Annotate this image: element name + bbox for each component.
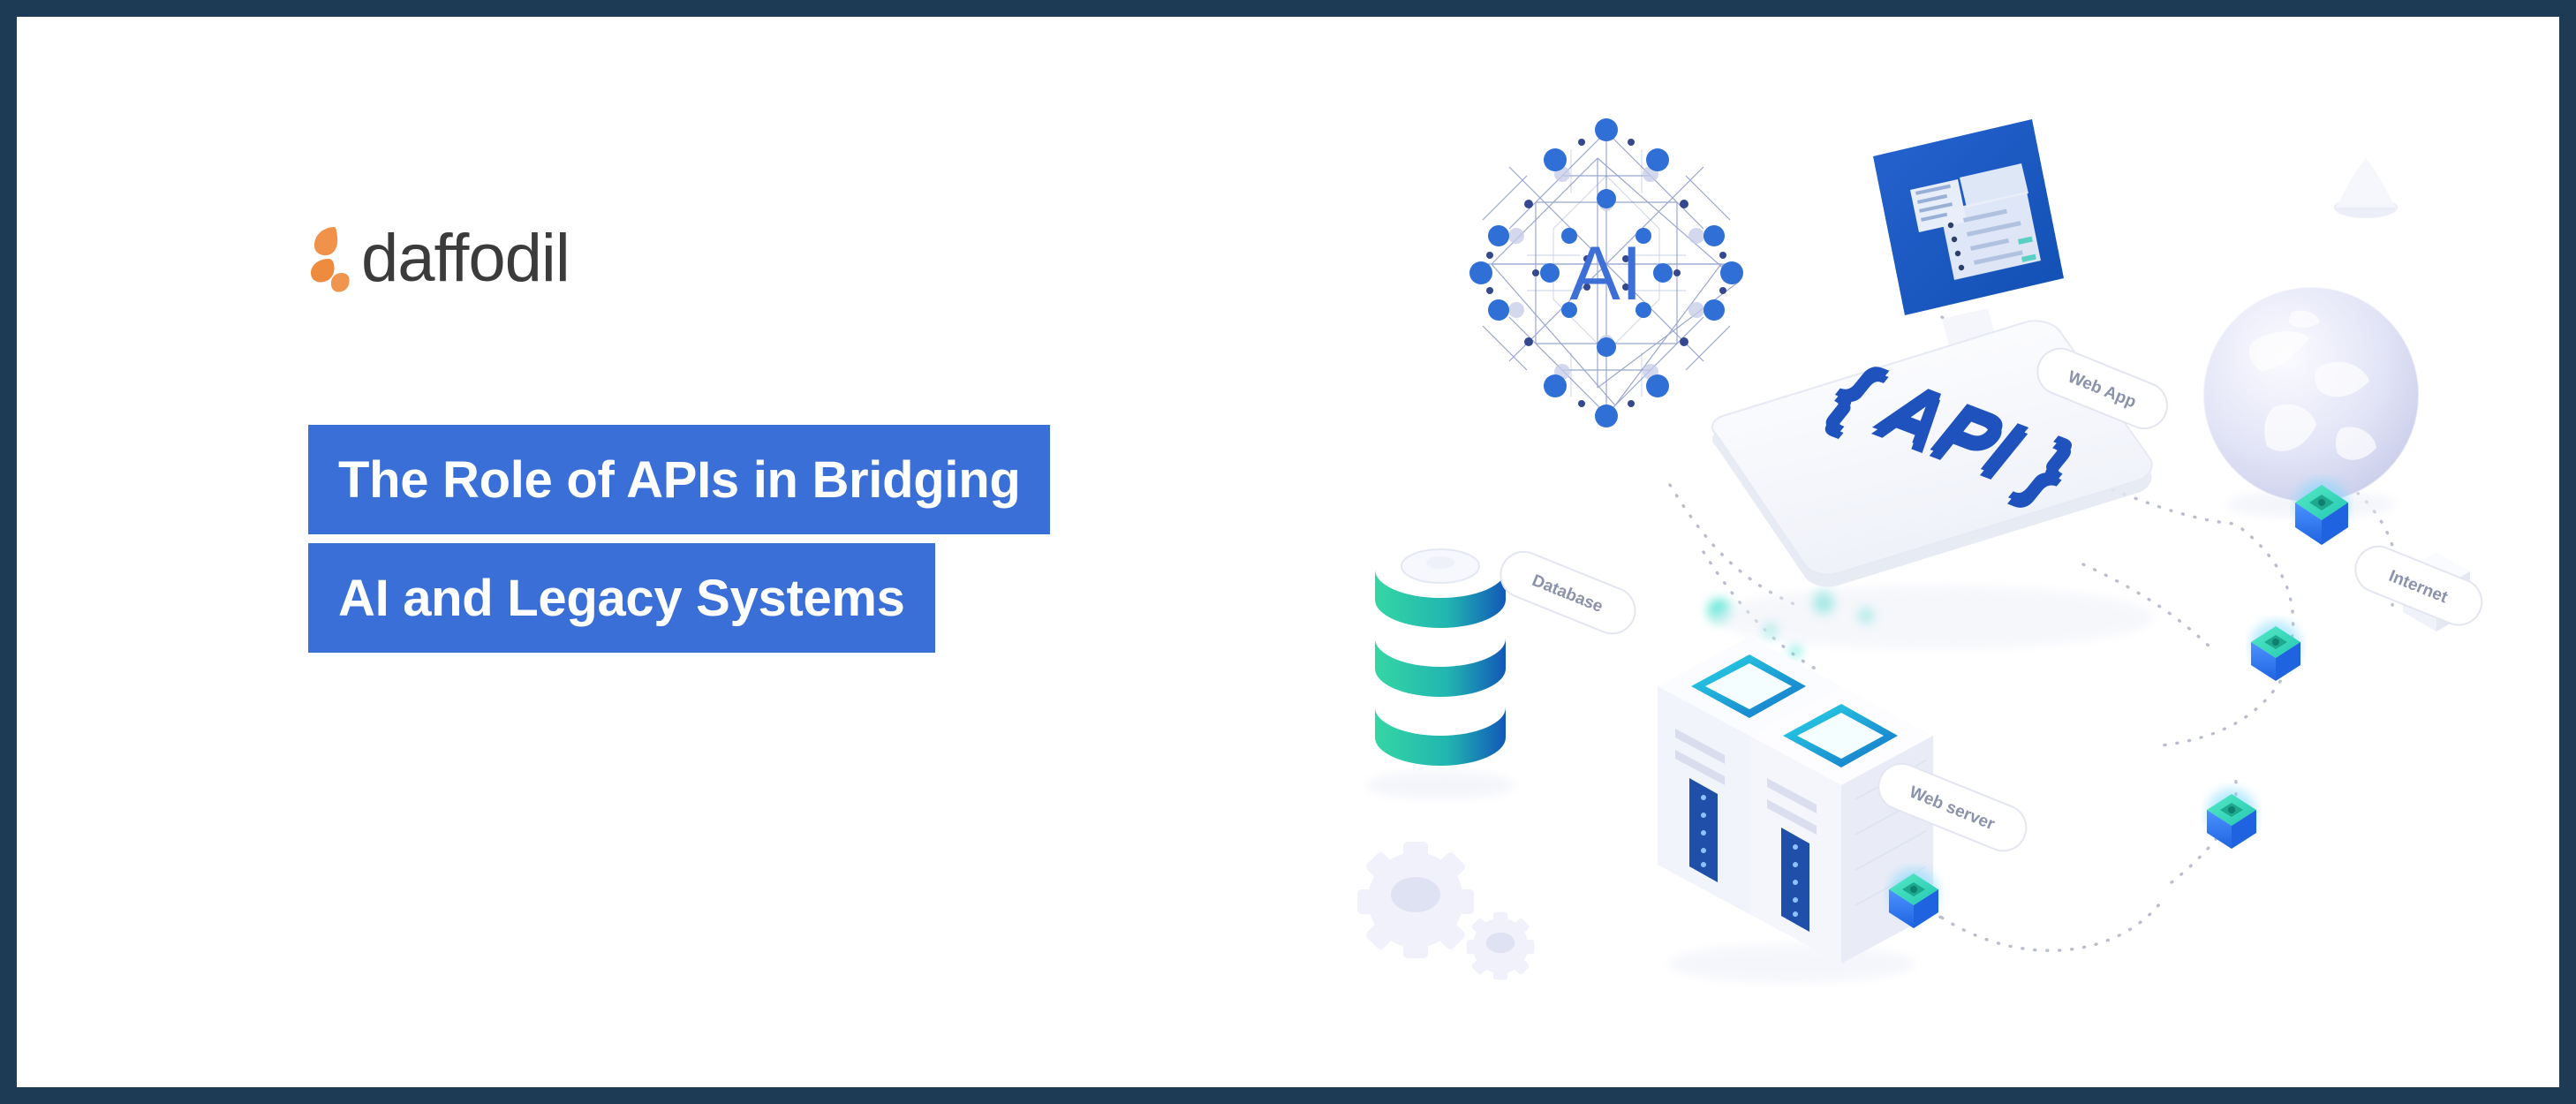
pill-internet: Internet: [2354, 545, 2483, 626]
headline-line-2: AI and Legacy Systems: [308, 543, 935, 653]
headline-row: The Role of APIs in Bridging: [308, 425, 1051, 534]
pill-database: Database: [1500, 550, 1636, 635]
headline-line-1: The Role of APIs in Bridging: [308, 425, 1051, 534]
headline-row: AI and Legacy Systems: [308, 543, 1050, 653]
api-ai-legacy-isometric-diagram: AI: [1324, 105, 2489, 1041]
gear: [1357, 842, 1535, 980]
brand-name: daffodil: [361, 221, 570, 296]
daffodil-petals-logo: [308, 223, 363, 294]
pill-web-app: Web App: [2036, 347, 2168, 430]
banner-canvas: daffodil The Role of APIs in Bridging AI…: [17, 17, 2559, 1087]
data-node-cube: [1889, 868, 1938, 928]
brand-logo[interactable]: daffodil: [308, 218, 570, 299]
data-node-cube: [2251, 621, 2300, 681]
ai-neural-network: AI: [1469, 118, 1743, 427]
data-node-cube: [2207, 789, 2256, 849]
data-node-cube: [2295, 480, 2348, 545]
page-title: The Role of APIs in Bridging AI and Lega…: [308, 425, 1051, 653]
cone-shape: [2334, 158, 2398, 218]
ai-node-label: AI: [1569, 231, 1643, 316]
server-rack: [1658, 593, 1933, 983]
database-cylinder: [1366, 541, 1515, 799]
